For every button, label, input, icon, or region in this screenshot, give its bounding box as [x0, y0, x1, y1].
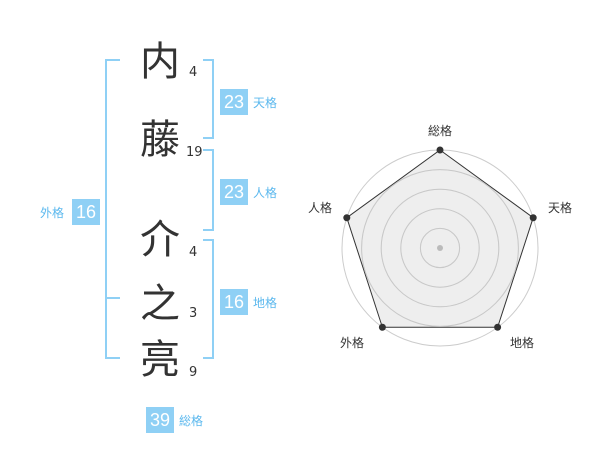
chikaku-label: 地格 [253, 296, 278, 310]
jinkaku-label: 人格 [253, 186, 278, 200]
stroke-count-5: 9 [189, 365, 198, 380]
chikaku-bracket [203, 239, 214, 359]
radar-ring-inner [361, 169, 519, 327]
stroke-count-4: 3 [189, 306, 198, 321]
tenkaku-label: 天格 [253, 96, 278, 110]
radar-label-chikaku: 地格 [510, 336, 535, 350]
radar-label-jinkaku: 人格 [308, 201, 333, 215]
name-char-1: 内 [140, 39, 180, 85]
jinkaku-badge: 23 [220, 179, 248, 205]
radar-label-tenkaku: 天格 [548, 201, 573, 215]
tenkaku-badge: 23 [220, 89, 248, 115]
stroke-count-1: 4 [189, 65, 198, 80]
soukaku-label: 総格 [179, 414, 204, 428]
radar-ring-inner [400, 208, 480, 288]
radar-label-gaikaku: 外格 [340, 336, 365, 350]
radar-ring-inner [380, 188, 500, 308]
radar-point-5 [343, 214, 351, 222]
name-char-4: 之 [140, 281, 180, 327]
stroke-count-3: 4 [189, 245, 198, 260]
gaikaku-badge: 16 [72, 199, 100, 225]
radar-polygon [346, 149, 534, 328]
gaikaku-label: 外格 [40, 206, 65, 220]
tenkaku-bracket [203, 59, 214, 139]
chikaku-badge: 16 [220, 289, 248, 315]
radar-point-4 [378, 323, 386, 331]
radar-label-soukaku: 総格 [428, 124, 453, 138]
radar-chart [341, 146, 539, 347]
name-char-3: 介 [140, 217, 180, 263]
jinkaku-bracket [203, 149, 214, 231]
gaikaku-bracket [105, 59, 120, 359]
radar-center-dot [437, 245, 443, 251]
radar-point-2 [529, 214, 537, 222]
stroke-count-2: 19 [186, 145, 203, 160]
name-char-2: 藤 [140, 117, 180, 163]
soukaku-badge: 39 [146, 407, 174, 433]
radar-ring-inner [419, 227, 461, 269]
name-char-5: 亮 [140, 337, 180, 383]
radar-point-1 [436, 146, 444, 154]
radar-point-3 [494, 323, 502, 331]
